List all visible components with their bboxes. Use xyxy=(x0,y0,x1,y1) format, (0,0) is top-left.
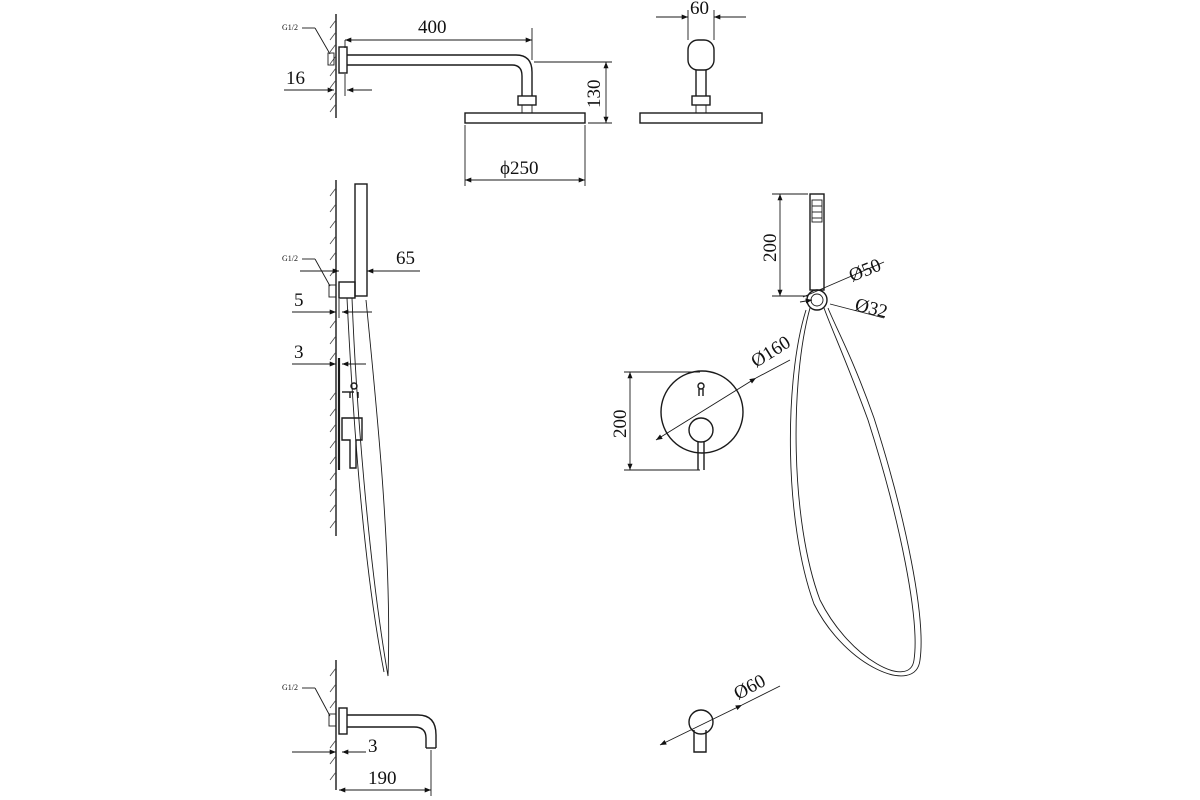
dim-holder-outer: Ø50 xyxy=(846,255,884,287)
arm-flange xyxy=(338,46,348,74)
hose-front xyxy=(795,307,916,673)
dim-spout-rosette: Ø60 xyxy=(730,671,769,705)
spout-side-view: 3 190 G1/2 xyxy=(282,660,437,796)
diverter-knob-side xyxy=(350,382,358,390)
leader-holder-outer xyxy=(802,261,885,298)
spray-face xyxy=(811,199,823,223)
leader-holder-inner xyxy=(829,303,885,319)
dim-holder-inner: Ø32 xyxy=(853,294,890,322)
hand-shower-body xyxy=(354,183,368,297)
dim-handheld-depth: 65 xyxy=(396,248,415,269)
shower-arm-front-view: 60 xyxy=(639,0,763,124)
hose-side xyxy=(351,297,390,677)
dim-head-diameter: ϕ250 xyxy=(500,158,539,179)
wall-hatching-bottom xyxy=(329,667,337,781)
arm-nut-front xyxy=(691,95,711,106)
dim-side-width: 60 xyxy=(690,0,709,19)
dim-wall-gap-top: 16 xyxy=(286,68,305,89)
dim-spout-length: 190 xyxy=(368,768,397,789)
dim-drop-height: 130 xyxy=(584,80,605,109)
arm-nut xyxy=(517,95,537,106)
dim-arm-length: 400 xyxy=(418,17,447,38)
thread-connector-bottom xyxy=(328,713,337,727)
dim-mixer-diameter: Ø160 xyxy=(748,332,795,372)
spout-tube-top xyxy=(347,714,437,748)
thread-connector-middle xyxy=(328,284,337,298)
mixer-lever-side xyxy=(341,417,363,469)
dim-bracket-gap: 5 xyxy=(294,290,304,311)
dim-mixer-height: 200 xyxy=(610,410,631,439)
hand-shower-side-view: 65 5 3 G1/2 xyxy=(282,180,420,677)
shower-arm-side-view: 400 16 130 ϕ250 G1/2 xyxy=(282,14,612,186)
holder-rosette-inner xyxy=(810,293,824,307)
arm-rosette-front xyxy=(687,39,715,71)
hand-shower-front-view: 200 Ø50 Ø32 xyxy=(760,193,922,677)
spout-rosette-front xyxy=(688,709,714,735)
spout-flange xyxy=(338,707,348,735)
spout-front-view: Ø60 xyxy=(659,671,781,753)
arm-tube-bottom xyxy=(347,64,523,96)
shower-head-side xyxy=(464,112,586,124)
wall-hatching-middle xyxy=(329,187,337,529)
wall-hatching-top xyxy=(329,19,337,113)
hand-shower-holder xyxy=(338,281,356,299)
thread-label-top: G1/2 xyxy=(282,23,298,32)
thread-label-middle: G1/2 xyxy=(282,254,298,263)
leader-mixer-diameter xyxy=(655,377,757,441)
thread-connector-top xyxy=(327,52,335,66)
shower-head-front xyxy=(639,112,763,124)
leader-spout-rosette xyxy=(659,704,743,746)
dim-spout-plate: 3 xyxy=(368,736,378,757)
thread-label-bottom: G1/2 xyxy=(282,683,298,692)
arm-tube-top xyxy=(347,54,533,96)
dim-mixer-plate: 3 xyxy=(294,342,304,363)
diverter-knob-front xyxy=(697,382,705,390)
mixer-front-view: Ø160 200 xyxy=(610,332,795,471)
mixer-handle-front xyxy=(688,417,714,443)
spout-tube-bottom xyxy=(347,726,427,748)
dim-handheld-height: 200 xyxy=(760,234,781,263)
